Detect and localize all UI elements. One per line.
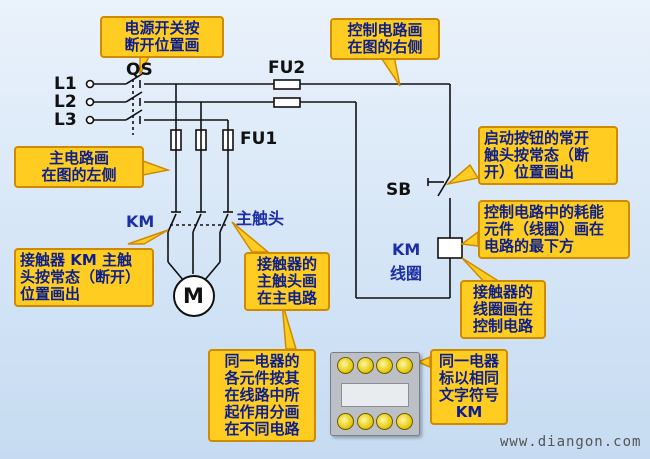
watermark: www.diangon.com xyxy=(500,434,642,450)
contactor-photo xyxy=(330,352,420,436)
note-coil-control-circuit: 接触器的 线圈画在 控制电路 xyxy=(460,280,546,339)
pointer-main-left xyxy=(142,159,171,176)
note-control-right: 控制电路画 在图的右侧 xyxy=(330,18,440,60)
note-power-switch: 电源开关按 断开位置画 xyxy=(100,16,224,58)
label-coil: 线圈 xyxy=(390,264,423,283)
km-main-contacts xyxy=(167,211,233,233)
pointer-km-contacts xyxy=(127,229,169,245)
note-control-consumer: 控制电路中的耗能 元件（线圈）画在 电路的最下方 xyxy=(478,200,630,259)
note-start-button: 启动按钮的常开 触头按常态（断 开）位置画出 xyxy=(478,126,618,185)
label-motor: M xyxy=(183,284,204,308)
label-l1: L1 xyxy=(54,74,77,94)
fu1-fuses xyxy=(170,129,234,151)
label-km-coil: KM xyxy=(392,240,421,259)
label-sb: SB xyxy=(386,180,412,200)
motor-m xyxy=(173,275,215,317)
note-same-device-symbol: 同一电器 标以相同 文字符号 KM xyxy=(430,349,508,425)
note-main-contact-main-circuit: 接触器的 主触头画 在主电路 xyxy=(244,252,330,311)
terminal-l1 xyxy=(85,79,95,89)
label-fu1: FU1 xyxy=(240,129,278,149)
sb-start-button xyxy=(427,175,451,197)
note-km-main-contact: 接触器 KM 主触 头按常态（断开） 位置画出 xyxy=(14,248,154,307)
note-same-device-parts: 同一电器的 各元件按其 在线路中所 起作用分画 在不同电路 xyxy=(208,349,316,442)
label-qs: QS xyxy=(126,60,153,80)
label-km-main: KM xyxy=(126,212,155,231)
fu2-fuse xyxy=(273,79,301,90)
km-coil xyxy=(437,237,463,259)
label-fu2: FU2 xyxy=(268,58,306,78)
label-l2: L2 xyxy=(54,92,77,112)
qs-switch xyxy=(125,73,143,135)
label-l3: L3 xyxy=(54,110,77,130)
note-main-left: 主电路画 在图的左侧 xyxy=(14,146,144,188)
pointer-coil-consumer xyxy=(460,230,479,247)
terminal-l3 xyxy=(85,115,95,125)
pointer-control-right xyxy=(378,55,401,87)
terminal-l2 xyxy=(85,97,95,107)
pointer-sb xyxy=(445,163,480,186)
label-main-contact: 主触头 xyxy=(236,209,285,228)
